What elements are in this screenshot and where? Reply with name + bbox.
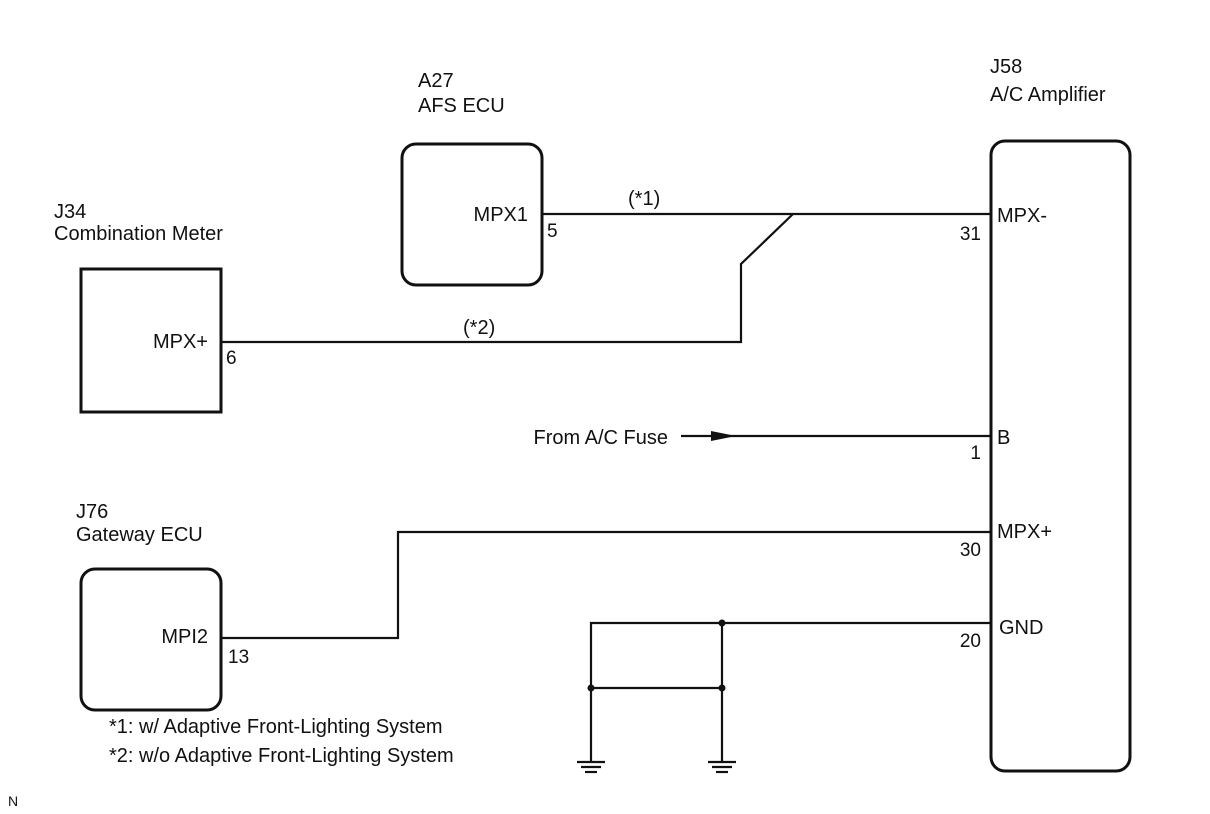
ac-amplifier-code: J58: [990, 56, 1022, 78]
junction-dot: [718, 684, 726, 692]
combination-meter-pin: 6: [226, 348, 237, 369]
ac-amplifier-name: A/C Amplifier: [990, 84, 1106, 106]
gateway-ecu-name: Gateway ECU: [76, 524, 203, 546]
gateway-ecu-box: [79, 567, 223, 712]
ac-amplifier-pin-1: 1: [970, 443, 981, 464]
ac-amplifier-terminal-gnd: GND: [999, 617, 1043, 639]
wire-label-2: (*2): [463, 317, 495, 339]
arrow-icon: [711, 431, 736, 441]
afs-ecu-pin: 5: [547, 221, 558, 242]
gateway-ecu-pin: 13: [228, 647, 249, 668]
ground-icon: [577, 760, 605, 774]
gateway-ecu-terminal: MPI2: [161, 626, 208, 648]
footnote-1: *1: w/ Adaptive Front-Lighting System: [109, 716, 443, 738]
ac-amplifier-terminal-b: B: [997, 427, 1010, 449]
afs-ecu-name: AFS ECU: [418, 95, 505, 117]
junction-dot: [718, 619, 726, 627]
ground-icon: [708, 760, 736, 774]
ac-amplifier-box: [989, 139, 1132, 773]
junction-dot: [587, 684, 595, 692]
ac-amplifier-pin-20: 20: [960, 631, 981, 652]
wire-gateway-to-mpx-plus: [221, 530, 991, 640]
ac-amplifier-terminal-mpx-minus: MPX-: [997, 205, 1047, 227]
afs-ecu-code: A27: [418, 70, 454, 92]
combination-meter-terminal: MPX+: [153, 331, 208, 353]
ac-amplifier-terminal-mpx-plus: MPX+: [997, 521, 1052, 543]
wire-label-1: (*1): [628, 188, 660, 210]
power-source-label: From A/C Fuse: [534, 427, 668, 449]
combination-meter-box: [79, 267, 223, 414]
afs-ecu-terminal: MPX1: [474, 204, 528, 226]
wires: (*1) (*2) From A/C Fuse: [221, 188, 991, 774]
ac-amplifier: J58 A/C Amplifier MPX- 31 B 1 MPX+ 30 GN…: [960, 56, 1132, 773]
afs-ecu: A27 AFS ECU MPX1 5: [400, 70, 558, 287]
gateway-ecu: J76 Gateway ECU MPI2 13: [76, 501, 249, 712]
footnote-2: *2: w/o Adaptive Front-Lighting System: [109, 745, 454, 767]
ac-amplifier-pin-30: 30: [960, 540, 981, 561]
gateway-ecu-code: J76: [76, 501, 108, 523]
wire-gnd-main: [589, 621, 991, 762]
ac-amplifier-pin-31: 31: [960, 224, 981, 245]
footnotes: *1: w/ Adaptive Front-Lighting System *2…: [109, 716, 454, 767]
combination-meter-name: Combination Meter: [54, 223, 223, 245]
combination-meter: J34 Combination Meter MPX+ 6: [54, 201, 237, 414]
combination-meter-code: J34: [54, 201, 86, 223]
wire-meter-to-mpx-minus: [221, 213, 794, 344]
corner-mark: N: [8, 793, 18, 809]
